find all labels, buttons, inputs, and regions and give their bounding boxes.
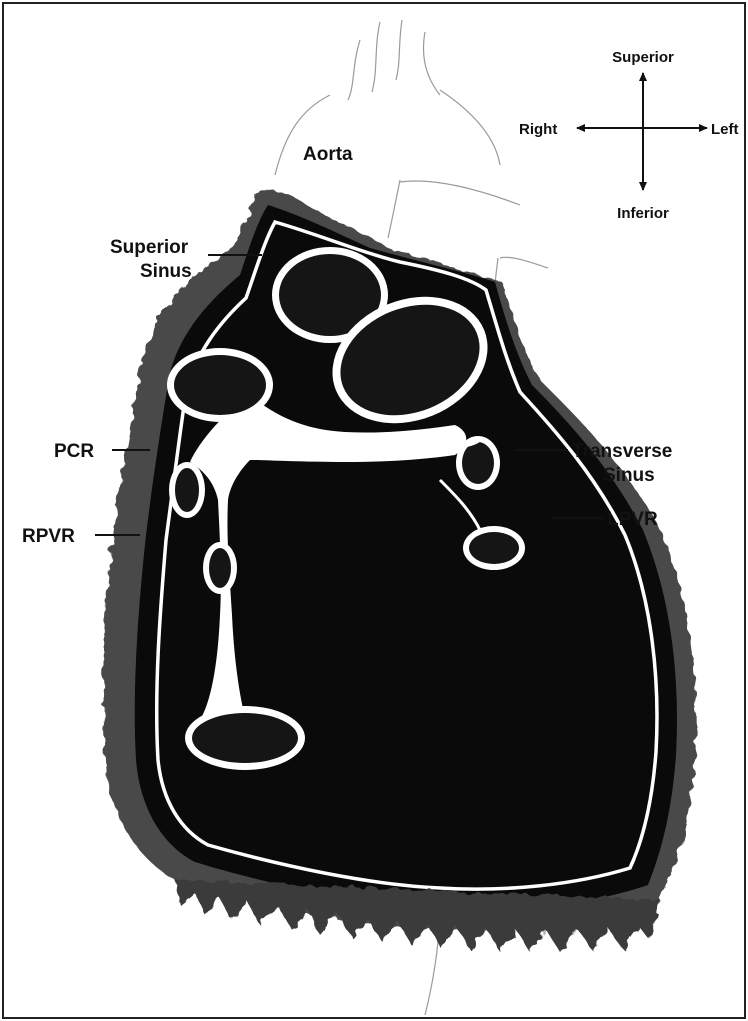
compass-right-label: Right [519, 121, 557, 138]
lpvr-label: LPVR [607, 509, 658, 530]
transverse-sinus-label-line1: Transverse [572, 441, 672, 462]
left-superior-pulmonary-vein [462, 442, 494, 484]
orientation-compass: Superior Inferior Right Left [519, 49, 739, 222]
right-inferior-pulmonary-vein [209, 548, 231, 588]
superior-sinus-label-line2: Sinus [140, 261, 192, 282]
superior-vena-cava [174, 355, 266, 415]
compass-superior-label: Superior [612, 49, 674, 66]
left-inferior-pulmonary-vein [469, 532, 519, 564]
superior-sinus-label-line1: Superior [110, 237, 189, 258]
aorta-label: Aorta [303, 144, 353, 165]
rpvr-label: RPVR [22, 526, 75, 547]
right-superior-pulmonary-vein [175, 468, 199, 512]
compass-inferior-label: Inferior [617, 205, 669, 222]
inferior-vena-cava [192, 713, 298, 763]
pcr-label: PCR [54, 441, 94, 462]
compass-left-label: Left [711, 121, 739, 138]
transverse-sinus-label-line2: Sinus [603, 465, 655, 486]
